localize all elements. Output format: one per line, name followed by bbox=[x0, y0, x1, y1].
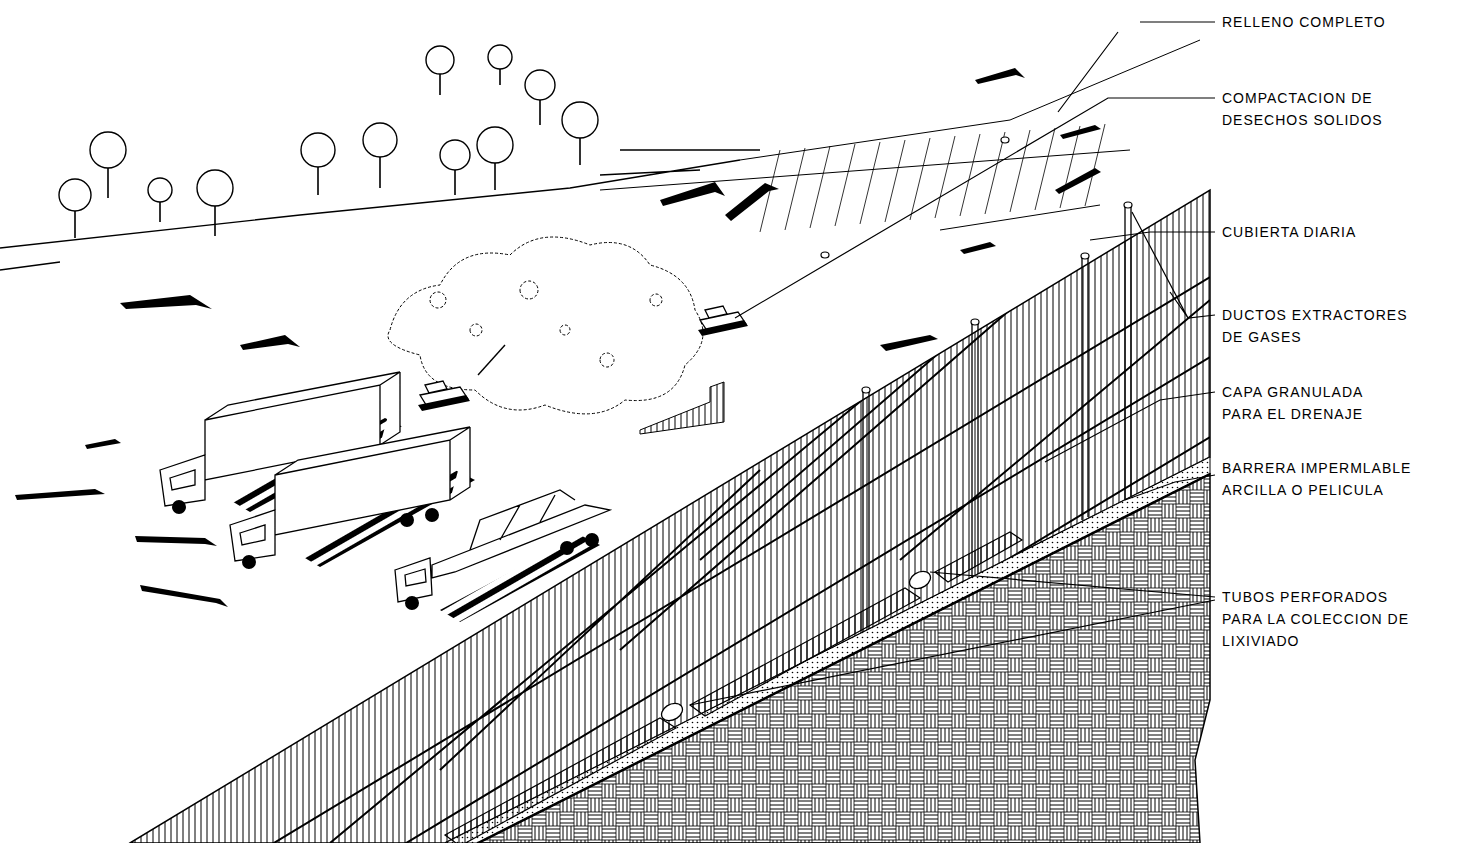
flow-arrow bbox=[15, 489, 105, 500]
callout-label: DUCTOS EXTRACTORES DE GASES bbox=[1222, 304, 1424, 348]
native-soil bbox=[478, 474, 1210, 843]
pipe-joints bbox=[662, 571, 931, 720]
leader-lines bbox=[690, 22, 1215, 705]
flow-arrow bbox=[120, 295, 212, 309]
site-barrier bbox=[640, 382, 724, 434]
flow-arrow bbox=[660, 182, 725, 206]
leachate-pipes bbox=[445, 532, 1022, 843]
impermeable-barrier bbox=[478, 474, 1210, 843]
flow-arrow bbox=[975, 68, 1025, 84]
flow-arrow bbox=[1060, 125, 1101, 139]
tree-trunks bbox=[75, 69, 580, 238]
completed-fill-hatch bbox=[760, 124, 1105, 232]
callout-label: RELLENO COMPLETO bbox=[1222, 11, 1471, 33]
surface-lines bbox=[600, 40, 1200, 230]
gas-vent-ducts bbox=[863, 205, 1131, 632]
callout-label: CAPA GRANULADA PARA EL DRENAJE bbox=[1222, 381, 1397, 425]
bulldozer bbox=[420, 306, 746, 408]
callout-label: BARRERA IMPERMLABLE ARCILLA O PELICULA bbox=[1222, 457, 1440, 501]
flow-arrow bbox=[85, 439, 121, 449]
callout-label: COMPACTACION DE DESECHOS SOLIDOS bbox=[1222, 87, 1402, 131]
flow-arrow bbox=[240, 335, 300, 350]
flow-arrow bbox=[960, 242, 996, 254]
flow-arrow bbox=[880, 335, 938, 351]
callout-label: CUBIERTA DIARIA bbox=[1222, 221, 1471, 243]
callout-label: TUBOS PERFORADOS PARA LA COLECCION DE LI… bbox=[1222, 586, 1414, 652]
box-truck bbox=[230, 427, 470, 561]
flow-arrow bbox=[140, 585, 228, 607]
truck-wheels bbox=[242, 508, 439, 569]
trucks bbox=[160, 372, 610, 622]
waste-stroke bbox=[478, 345, 505, 375]
bulldozer-tracks bbox=[418, 320, 748, 411]
flow-arrow bbox=[135, 536, 217, 546]
daily-cover-lines bbox=[130, 205, 1210, 843]
waste-section bbox=[130, 190, 1210, 843]
flow-arrow bbox=[725, 183, 779, 221]
flow-arrow bbox=[1055, 168, 1101, 194]
tree-crowns bbox=[59, 45, 598, 211]
